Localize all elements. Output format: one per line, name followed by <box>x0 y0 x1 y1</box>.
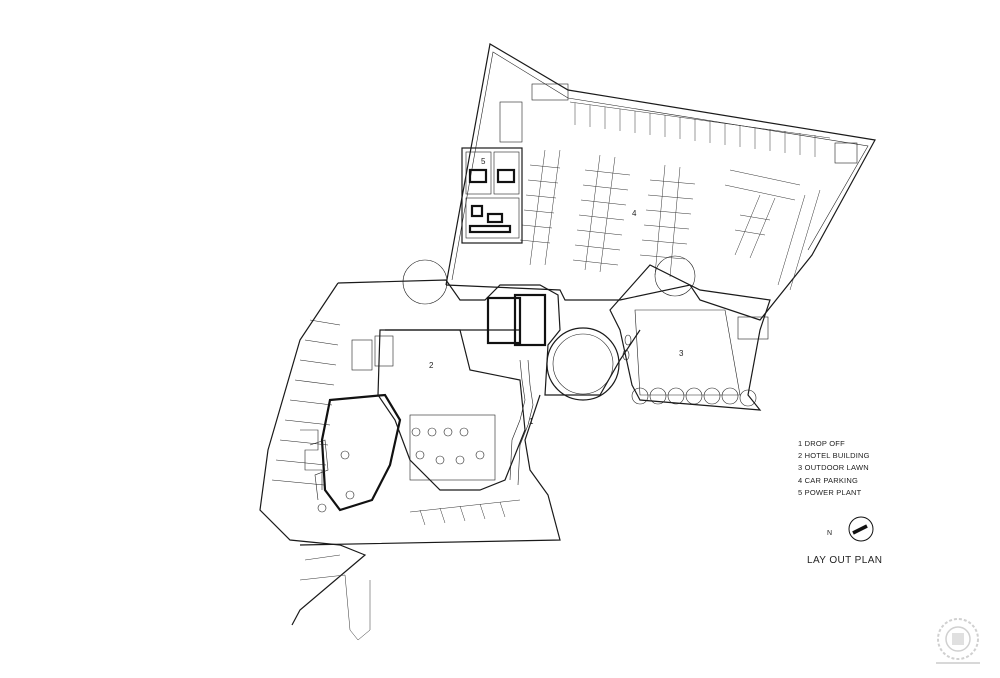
legend-item: 1 DROP OFF <box>798 439 845 448</box>
hotel-building-area <box>259 279 641 641</box>
zone-label-1: 1 <box>529 417 534 426</box>
zone-label-4: 4 <box>632 209 637 218</box>
legend-item: 2 HOTEL BUILDING <box>798 451 870 461</box>
zone-label-2: 2 <box>429 361 434 370</box>
power-plant-area <box>461 147 523 244</box>
north-label: N <box>827 530 833 537</box>
legend: 1 DROP OFF 2 HOTEL BUILDING 3 OUTDOOR LA… <box>798 438 870 499</box>
car-parking-area <box>445 43 876 321</box>
legend-item: 3 OUTDOOR LAWN <box>798 463 869 473</box>
legend-item: 4 CAR PARKING <box>798 475 858 485</box>
plan-title: LAY OUT PLAN <box>807 555 883 566</box>
drop-off-area <box>402 259 620 401</box>
watermark-logo-icon <box>936 618 980 664</box>
legend-item: 5 POWER PLANT <box>798 487 862 497</box>
zone-label-5: 5 <box>481 157 486 166</box>
outdoor-lawn-area <box>609 255 771 411</box>
zone-label-3: 3 <box>679 349 684 358</box>
north-arrow-icon <box>848 516 874 542</box>
